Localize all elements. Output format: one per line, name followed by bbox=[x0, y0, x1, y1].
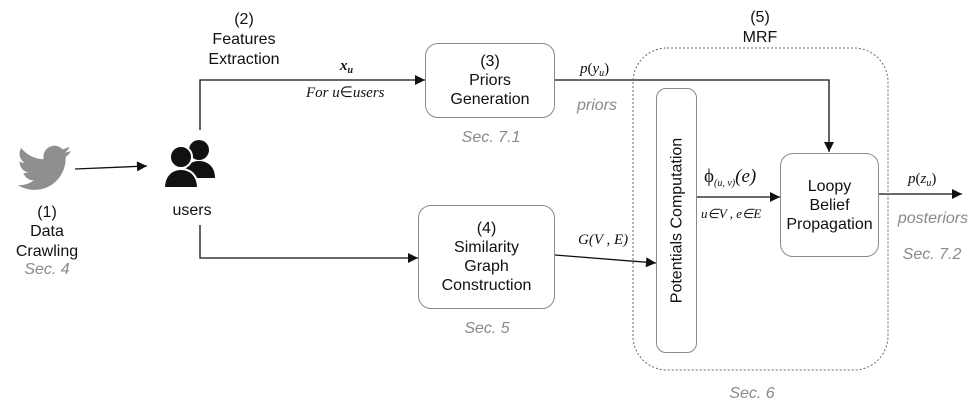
step2-line2: Extraction bbox=[208, 51, 280, 68]
post-open: ( bbox=[915, 171, 921, 187]
post-sub: u bbox=[926, 178, 932, 189]
step1-number: (1) bbox=[37, 204, 57, 221]
posteriors-label: posteriors bbox=[897, 210, 969, 227]
step4-section: Sec. 5 bbox=[464, 320, 510, 337]
posterior-prob-label: p(zu) bbox=[908, 171, 936, 189]
features-sub: u bbox=[347, 65, 354, 76]
graph-args: (V , E) bbox=[588, 232, 629, 248]
post-var: z bbox=[920, 171, 927, 187]
prior-var: y bbox=[592, 61, 600, 77]
prior-func: p bbox=[580, 61, 588, 77]
prior-sub: u bbox=[599, 68, 605, 79]
priors-label: priors bbox=[577, 97, 618, 114]
step3-line1: Priors bbox=[469, 72, 511, 89]
users-icon bbox=[162, 140, 215, 189]
prior-prob-label: p(yu) bbox=[580, 61, 609, 79]
step3-line2: Generation bbox=[450, 91, 530, 108]
for-each-user-label: For u∈users bbox=[306, 83, 385, 102]
step4-number: (4) bbox=[476, 220, 497, 237]
step3-section: Sec. 7.1 bbox=[461, 129, 521, 146]
features-vector-label: xu bbox=[340, 58, 353, 76]
potentials-label: Potentials Computation bbox=[668, 137, 686, 304]
step1-section: Sec. 4 bbox=[24, 261, 70, 278]
arrow-graph-to-potentials bbox=[554, 254, 657, 268]
for-var: u bbox=[332, 85, 340, 101]
arrow-users-to-priors bbox=[199, 75, 425, 130]
step4-line3: Construction bbox=[441, 277, 532, 294]
users-label: users bbox=[172, 202, 212, 219]
potential-function-label: ϕ(u, v)(e) bbox=[704, 166, 756, 189]
graph-construction-box: (4) Similarity Graph Construction bbox=[418, 205, 555, 309]
phi-symbol: ϕ bbox=[704, 166, 715, 187]
post-func: p bbox=[908, 171, 916, 187]
lbp-line2: Belief bbox=[809, 196, 850, 214]
twitter-bird-icon bbox=[18, 145, 72, 190]
potential-domain-label: u∈V , e∈E bbox=[701, 206, 762, 221]
for-prefix: For bbox=[306, 85, 333, 101]
arrow-users-to-graph bbox=[199, 225, 418, 263]
step1-line2: Crawling bbox=[15, 243, 79, 260]
graph-func: G bbox=[578, 232, 589, 248]
for-set: users bbox=[352, 85, 385, 101]
potentials-computation-box bbox=[656, 88, 697, 353]
features-var: x bbox=[340, 58, 348, 74]
phi-arg: (e) bbox=[735, 166, 757, 187]
lbp-box: Loopy Belief Propagation bbox=[780, 153, 879, 257]
step5-number: (5) bbox=[750, 9, 770, 26]
step4-line1: Similarity bbox=[454, 239, 519, 256]
phi-sub: (u, v) bbox=[714, 178, 736, 189]
post-close: ) bbox=[931, 171, 937, 187]
step1-line1: Data bbox=[30, 223, 64, 240]
step2-number: (2) bbox=[234, 11, 254, 28]
graph-label: G(V , E) bbox=[578, 232, 628, 249]
step5-section: Sec. 6 bbox=[729, 385, 775, 402]
mrf-container bbox=[632, 47, 889, 371]
step5-title: MRF bbox=[742, 29, 778, 46]
step4-line2: Graph bbox=[464, 258, 509, 275]
step2-line1: Features bbox=[212, 31, 276, 48]
lbp-line3: Propagation bbox=[786, 215, 873, 233]
lbp-line1: Loopy bbox=[807, 177, 852, 195]
arrow-priors-to-lbp bbox=[555, 79, 834, 152]
arrow-crawl-to-users bbox=[74, 161, 148, 172]
step3-number: (3) bbox=[480, 53, 500, 70]
lbp-section: Sec. 7.2 bbox=[902, 246, 962, 263]
priors-generation-box: (3) Priors Generation bbox=[425, 43, 555, 118]
for-in-symbol: ∈ bbox=[339, 85, 353, 101]
prior-open: ( bbox=[587, 61, 593, 77]
prior-close: ) bbox=[604, 61, 610, 77]
